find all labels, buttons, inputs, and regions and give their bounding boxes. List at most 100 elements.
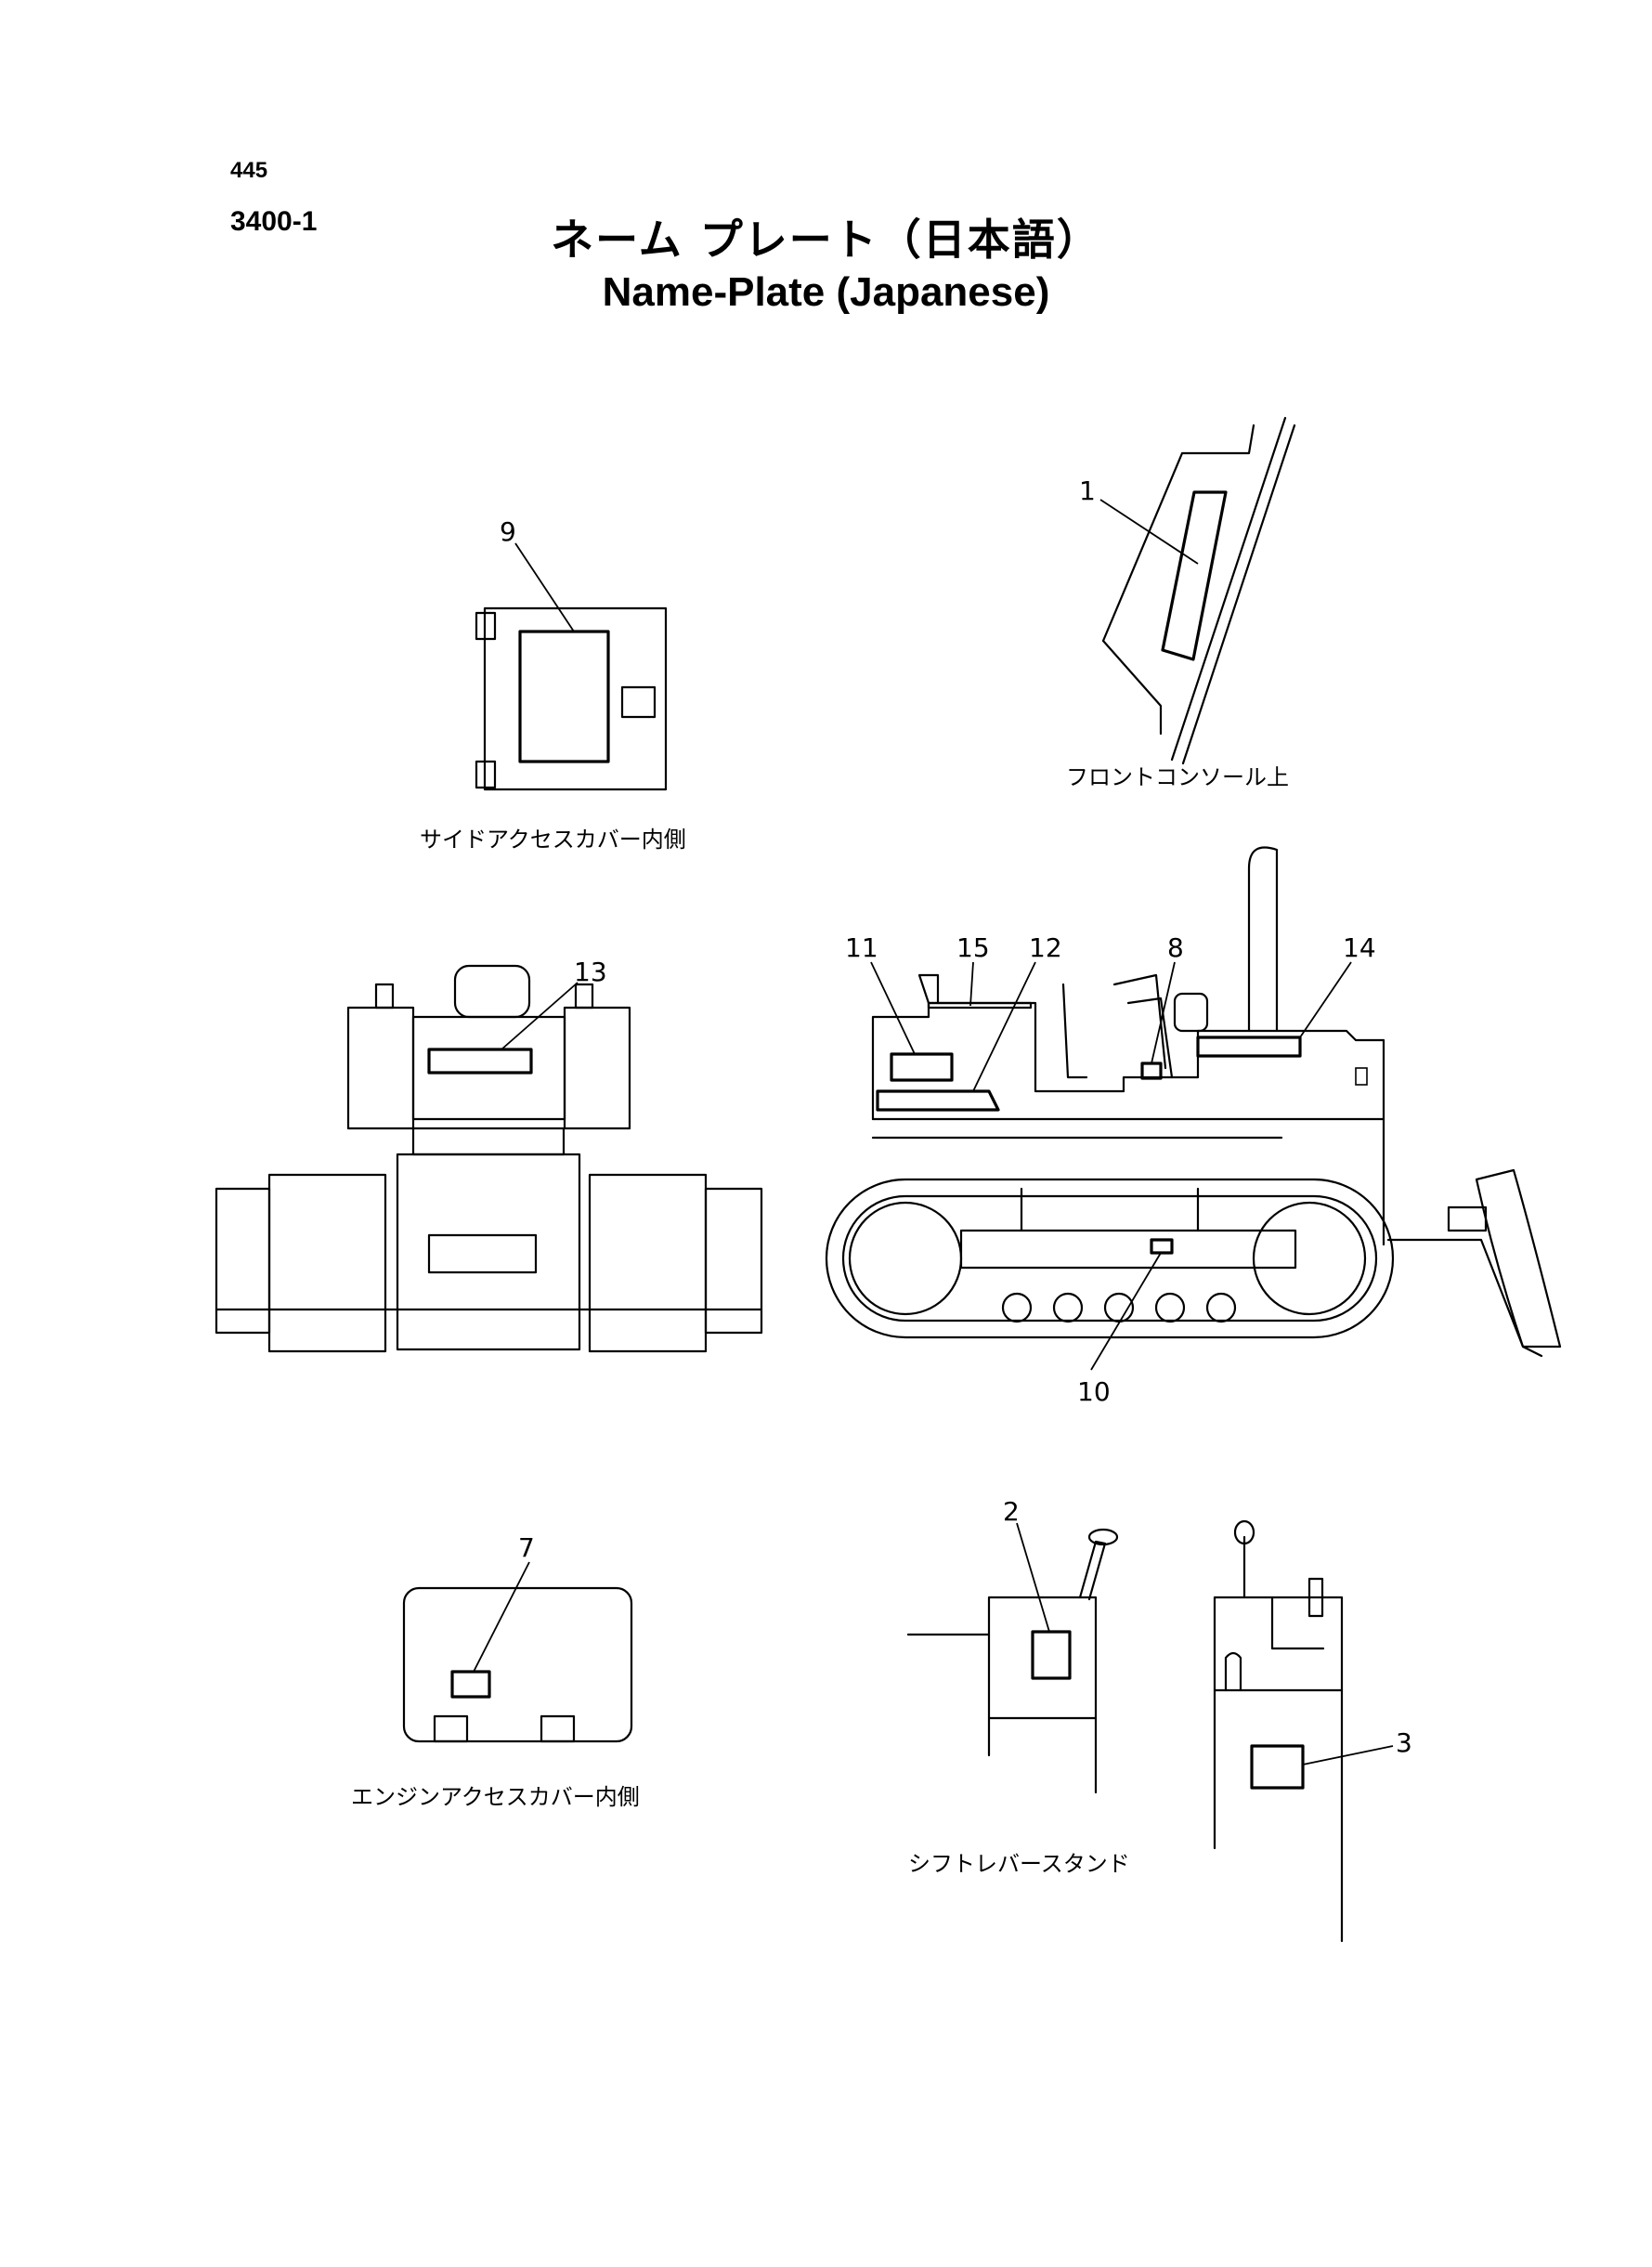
name-plate-2	[1031, 1630, 1072, 1680]
rear-hood	[411, 1015, 566, 1121]
crawler-track-inner	[841, 1194, 1378, 1322]
callout-14: 14	[1343, 932, 1376, 963]
page-title-japanese: ネーム プレート（日本語）	[551, 215, 1101, 265]
callout-12: 12	[1029, 932, 1062, 963]
console-outline-lower	[1101, 639, 1163, 736]
cover-hinge-bottom	[475, 760, 497, 789]
idler-wheel	[1252, 1201, 1367, 1316]
side-access-cover-view: 9 サイドアクセスカバー内側	[420, 516, 686, 853]
rear-body	[396, 1153, 581, 1351]
leader-13	[501, 982, 579, 1050]
name-plate-1	[1161, 490, 1228, 661]
callout-7: 7	[518, 1532, 535, 1563]
blade-cylinder	[1447, 1205, 1488, 1232]
rear-right-track	[588, 1173, 708, 1353]
rear-left-track	[267, 1173, 387, 1353]
leader-9	[514, 542, 575, 632]
stand-side-slot	[1224, 1651, 1242, 1692]
leader-14	[1299, 961, 1352, 1038]
engine-cover-hinge-right	[540, 1714, 576, 1743]
leader-12	[972, 961, 1036, 1092]
engine-cover-hinge-left	[433, 1714, 469, 1743]
leader-7	[473, 1561, 530, 1673]
stand-side-outline	[1213, 1596, 1344, 1943]
callout-11: 11	[845, 932, 878, 963]
name-plate-7	[450, 1670, 491, 1699]
roller-1	[1001, 1292, 1033, 1323]
leader-8	[1151, 961, 1176, 1064]
operator-guard	[1112, 973, 1167, 1070]
drive-sprocket	[848, 1201, 963, 1316]
rear-right-blade-end	[704, 1187, 763, 1335]
caption-front-console: フロントコンソール上	[1066, 764, 1289, 790]
rear-left-tank	[346, 1006, 415, 1130]
crawler-track	[825, 1178, 1395, 1339]
rear-drawbar	[427, 1233, 538, 1274]
shift-lever-front	[1078, 1540, 1107, 1601]
shift-lever-knob-front	[1087, 1528, 1119, 1546]
hood-latch	[1355, 1067, 1368, 1086]
dozer-blade	[1475, 1168, 1562, 1348]
leader-10	[1090, 1252, 1162, 1371]
rear-left-blade-end	[215, 1187, 271, 1335]
callout-8: 8	[1167, 932, 1184, 963]
name-plate-3	[1250, 1744, 1305, 1790]
shift-lever-knob-side	[1233, 1519, 1255, 1545]
leader-1	[1099, 499, 1199, 565]
name-plate-10	[1150, 1238, 1174, 1255]
lock-lever-bracket	[1270, 1596, 1325, 1650]
rear-filler-cap-right	[574, 983, 594, 1010]
console-outline-left	[1101, 423, 1255, 643]
rear-drawbar-mount	[411, 1127, 566, 1156]
roller-2	[1052, 1292, 1084, 1323]
leader-2	[1016, 1522, 1050, 1633]
rear-right-tank	[563, 1006, 631, 1130]
control-lever-left	[1061, 983, 1088, 1079]
air-cleaner	[1173, 992, 1209, 1033]
seat-pan	[927, 1001, 1033, 1010]
name-plate-11	[890, 1052, 954, 1082]
seat-back	[917, 973, 940, 1005]
track-frame	[959, 1229, 1297, 1270]
callout-3: 3	[1396, 1727, 1412, 1758]
callout-10: 10	[1077, 1376, 1111, 1407]
caption-side-access-cover: サイドアクセスカバー内側	[420, 827, 686, 853]
leader-3	[1302, 1745, 1394, 1765]
callout-15: 15	[956, 932, 990, 963]
leader-11	[870, 961, 916, 1055]
shift-lever-stand-view: 2 3 シフトレバースタンド	[906, 1496, 1412, 1943]
exhaust-stack	[1247, 846, 1279, 1033]
dozer-side-view: 11 15 12 8 14 10	[825, 846, 1562, 1407]
caption-shift-lever-stand: シフトレバースタンド	[908, 1851, 1130, 1877]
tractor-body	[871, 1001, 1385, 1246]
console-edge-1	[1170, 416, 1287, 762]
front-console-view: 1 フロントコンソール上	[1066, 416, 1296, 790]
callout-13: 13	[574, 957, 607, 987]
dozer-rear-view: 13	[215, 957, 763, 1353]
rear-seat	[453, 964, 531, 1019]
cover-hinge-top	[475, 611, 497, 641]
cover-latch	[620, 685, 657, 719]
console-edge-2	[1181, 423, 1296, 765]
engine-access-cover-view: 7 エンジンアクセスカバー内側	[351, 1532, 640, 1810]
roller-4	[1154, 1292, 1186, 1323]
engine-cover-outline	[402, 1586, 633, 1743]
callout-1: 1	[1079, 476, 1096, 506]
callout-9: 9	[500, 516, 516, 547]
name-plate-13	[427, 1048, 533, 1075]
name-plate-12	[876, 1089, 1000, 1112]
access-cover-outline	[483, 606, 668, 791]
stand-front-outline	[987, 1596, 1098, 1794]
callout-2: 2	[1003, 1496, 1020, 1527]
section-code: 3400-1	[230, 206, 318, 237]
name-plate-8	[1140, 1062, 1163, 1080]
page-title-english: Name-Plate (Japanese)	[602, 269, 1050, 315]
page-number: 445	[230, 158, 268, 183]
caption-engine-access-cover: エンジンアクセスカバー内側	[351, 1784, 640, 1810]
name-plate-14	[1196, 1036, 1302, 1058]
operator-guard-inner	[1126, 997, 1174, 1079]
leader-15	[969, 961, 974, 1007]
roller-5	[1205, 1292, 1237, 1323]
lock-lever	[1307, 1577, 1324, 1618]
